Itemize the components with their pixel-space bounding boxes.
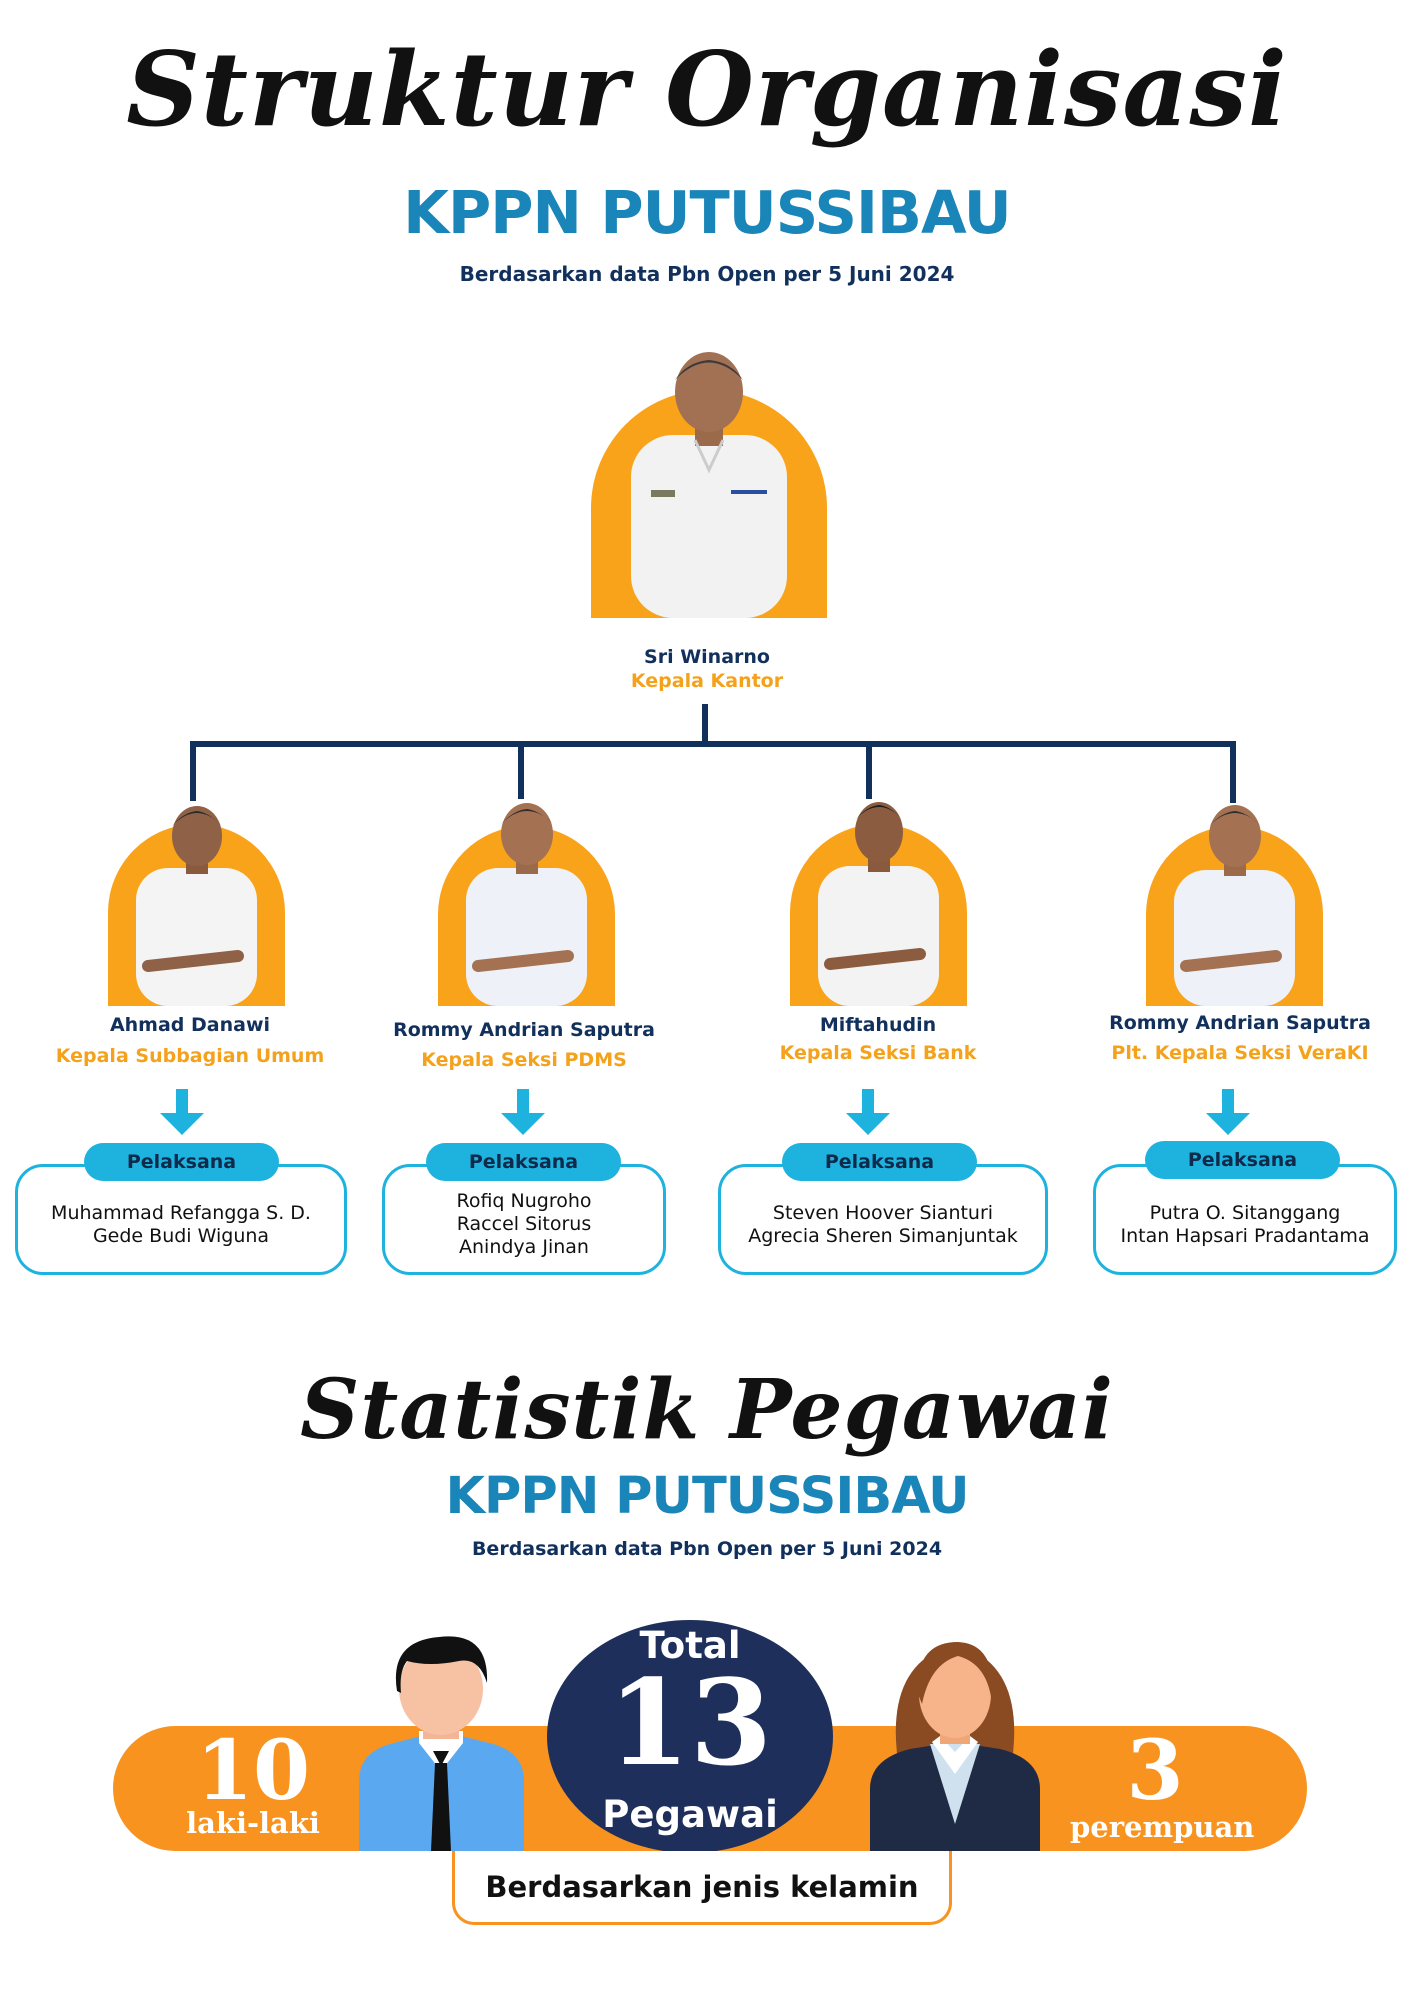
unit-3-staff-box: Steven Hoover Sianturi Agrecia Sheren Si… <box>718 1164 1048 1275</box>
down-arrow-icon <box>1222 1089 1234 1115</box>
total-count: 13 <box>607 1653 773 1792</box>
down-arrow-icon <box>862 1089 874 1115</box>
stats-org-name: KPPN PUTUSSIBAU <box>445 1467 969 1526</box>
head-name: Sri Winarno <box>644 646 770 668</box>
unit-3-name: Miftahudin <box>819 1014 937 1036</box>
staff-name: Gede Budi Wiguna <box>92 1224 270 1247</box>
stats-subtitle: Berdasarkan data Pbn Open per 5 Juni 202… <box>471 1538 943 1560</box>
staff-name: Rofiq Nugroho <box>456 1190 592 1212</box>
unit-2-role: Kepala Seksi PDMS <box>421 1049 627 1071</box>
staff-name: Putra O. Sitanggang <box>1149 1201 1341 1224</box>
unit-4-staff-tag: Pelaksana <box>1145 1141 1340 1179</box>
caption-text: Berdasarkan jenis kelamin <box>485 1869 919 1904</box>
staff-name: Steven Hoover Sianturi <box>772 1201 994 1224</box>
unit-2-photo <box>438 796 615 1006</box>
unit-3-photo <box>790 794 967 1006</box>
org-name: KPPN PUTUSSIBAU <box>403 178 1011 247</box>
unit-2-name: Rommy Andrian Saputra <box>393 1019 655 1041</box>
male-label: laki-laki <box>186 1806 320 1840</box>
connector-drop-2 <box>518 741 524 799</box>
head-role: Kepala Kantor <box>630 670 784 692</box>
down-arrow-head-icon <box>846 1113 890 1135</box>
head-photo <box>591 340 827 618</box>
total-circle <box>547 1620 833 1853</box>
unit-2-staff-box: Rofiq Nugroho Raccel Sitorus Anindya Jin… <box>382 1164 666 1275</box>
unit-4-staff-box: Putra O. Sitanggang Intan Hapsari Pradan… <box>1093 1164 1397 1275</box>
female-count: 3 <box>1126 1723 1184 1819</box>
unit-1-staff-tag: Pelaksana <box>84 1143 279 1181</box>
data-source-subtitle: Berdasarkan data Pbn Open per 5 Juni 202… <box>459 262 955 286</box>
male-count: 10 <box>195 1723 311 1819</box>
person-illustration <box>631 352 787 618</box>
total-label: Total <box>639 1624 741 1667</box>
female-avatar-icon <box>870 1642 1040 1851</box>
staff-name: Muhammad Refangga S. D. <box>51 1201 311 1224</box>
unit-3-staff-tag: Pelaksana <box>782 1143 977 1181</box>
unit-4-photo <box>1146 798 1323 1006</box>
male-avatar-icon <box>359 1636 524 1851</box>
unit-3-role: Kepala Seksi Bank <box>779 1042 977 1064</box>
connector-horizontal <box>190 741 1236 747</box>
connector-drop-1 <box>190 741 196 801</box>
unit-1-staff-box: Muhammad Refangga S. D. Gede Budi Wiguna <box>15 1164 347 1275</box>
down-arrow-icon <box>517 1089 529 1115</box>
unit-1-name: Ahmad Danawi <box>109 1014 271 1036</box>
staff-name: Raccel Sitorus <box>456 1213 592 1235</box>
connector-stem <box>702 704 708 746</box>
down-arrow-head-icon <box>501 1113 545 1135</box>
staff-name: Anindya Jinan <box>459 1236 589 1258</box>
down-arrow-head-icon <box>1206 1113 1250 1135</box>
caption-box: Berdasarkan jenis kelamin <box>452 1851 952 1925</box>
staff-name: Intan Hapsari Pradantama <box>1120 1224 1370 1247</box>
page-title: Struktur Organisasi <box>126 30 1288 150</box>
stats-title: Statistik Pegawai <box>300 1362 1114 1458</box>
unit-1-photo <box>108 796 285 1006</box>
unit-4-name: Rommy Andrian Saputra <box>1109 1012 1371 1034</box>
down-arrow-head-icon <box>160 1113 204 1135</box>
female-label: perempuan <box>1070 1810 1255 1844</box>
unit-1-role: Kepala Subbagian Umum <box>55 1045 325 1067</box>
total-unit: Pegawai <box>602 1793 778 1836</box>
staff-name: Agrecia Sheren Simanjuntak <box>748 1224 1018 1247</box>
unit-2-staff-tag: Pelaksana <box>426 1143 621 1181</box>
unit-4-role: Plt. Kepala Seksi VeraKI <box>1111 1042 1369 1064</box>
connector-drop-3 <box>866 741 872 799</box>
connector-drop-4 <box>1230 741 1236 803</box>
down-arrow-icon <box>176 1089 188 1115</box>
